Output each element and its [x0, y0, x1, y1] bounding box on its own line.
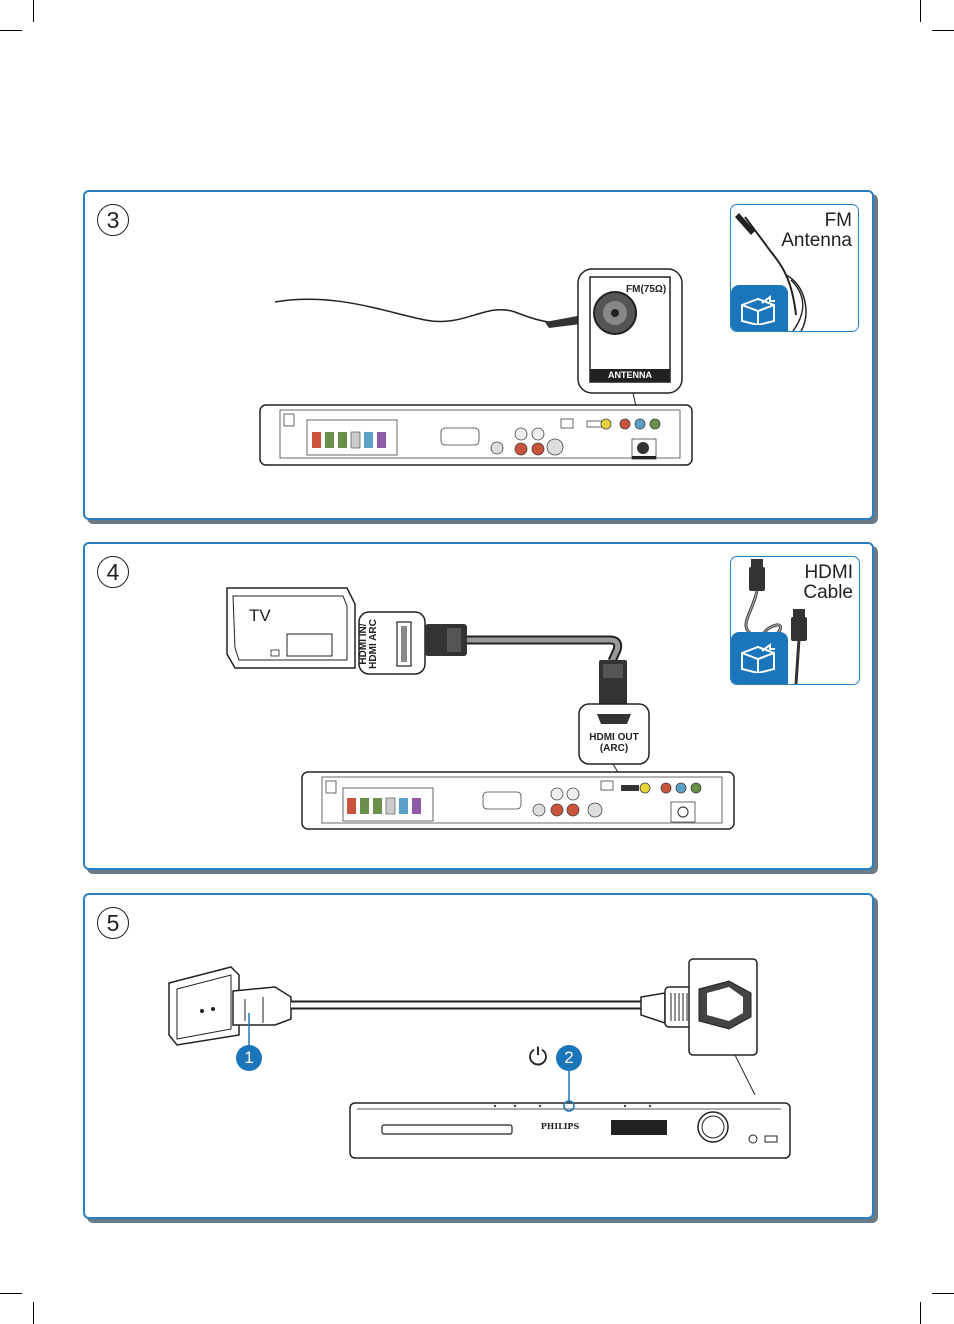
hdmi-cable-accessory-box: HDMI Cable — [730, 556, 860, 685]
hdmi-out-port — [621, 785, 639, 791]
fm-jack-label: FM(75Ω) — [626, 284, 667, 295]
callout-2 — [556, 1045, 582, 1071]
accessory-label-line-2: Cable — [803, 582, 853, 603]
rca-jacks — [532, 787, 603, 818]
tv-port-panel — [286, 633, 333, 657]
fm-antenna-jack — [637, 442, 649, 454]
disc-slot — [381, 1124, 513, 1135]
callout-2-label: 2 — [564, 1048, 574, 1067]
player-hdmi-port-label: HDMI OUT (ARC) — [579, 732, 649, 754]
crop-mark — [33, 1302, 34, 1324]
lan-port — [600, 780, 614, 791]
callout-1 — [236, 1045, 262, 1071]
rca-jacks — [490, 427, 564, 456]
video-out-jacks — [639, 782, 702, 794]
wall-plug — [232, 986, 292, 1026]
player-hdmi-port-label-line-2: (ARC) — [599, 743, 629, 754]
crop-mark — [33, 0, 34, 22]
crop-mark — [0, 1293, 22, 1294]
step-4-panel: 4 — [83, 542, 874, 870]
speaker-terminals — [342, 787, 434, 822]
tv-hdmi-port-label-line-2: HDMI ARC — [368, 619, 379, 669]
player-front — [349, 1102, 791, 1159]
device-plug — [640, 992, 666, 1025]
open-box-icon — [737, 293, 779, 327]
step-number: 5 — [97, 907, 129, 939]
player-hdmi-callout — [578, 703, 650, 765]
antenna-panel-label: ANTENNA — [608, 370, 652, 380]
speaker-terminals — [306, 419, 398, 456]
brand-logo: PHILIPS — [540, 1121, 580, 1131]
hdmi-connection-illustration — [226, 587, 735, 830]
lan-port — [560, 418, 574, 429]
crop-mark — [920, 0, 921, 22]
step-number: 4 — [97, 556, 129, 588]
fm-antenna-jack — [677, 806, 689, 818]
open-box-icon — [737, 641, 779, 675]
wireless-connector — [440, 427, 480, 446]
step-number: 3 — [97, 204, 129, 236]
antenna-wire — [274, 298, 586, 324]
crop-mark — [932, 1293, 954, 1294]
power-icon: ⏻ — [528, 1043, 548, 1071]
power-button — [563, 1100, 575, 1112]
crop-mark — [0, 30, 22, 31]
crop-mark — [920, 1302, 921, 1324]
accessory-label-line-2: Antenna — [781, 230, 852, 251]
front-display — [611, 1120, 667, 1135]
step-5-panel: 5 — [83, 893, 874, 1219]
video-out-jacks — [600, 418, 661, 430]
hdmi-cable — [467, 635, 623, 663]
wall-socket — [168, 966, 240, 1046]
power-connection-illustration — [168, 958, 791, 1159]
accessory-label-line-1: HDMI — [804, 562, 853, 583]
fm-antenna-accessory-box: FM Antenna — [730, 204, 859, 332]
accessory-label-line-1: FM — [824, 210, 852, 231]
wireless-connector — [482, 791, 522, 810]
headphone-jack — [748, 1134, 758, 1144]
hdmi-cable-accessory-label: HDMI Cable — [803, 563, 853, 603]
tv-hdmi-port-label: HDMI IN/ HDMI ARC — [358, 614, 379, 674]
usb-port — [764, 1135, 778, 1143]
crop-mark — [932, 30, 954, 31]
callout-1-label: 1 — [244, 1048, 254, 1067]
step-3-panel: 3 — [83, 190, 874, 520]
tv-label: TV — [249, 606, 271, 625]
player-hdmi-port-label-line-1: HDMI OUT — [589, 732, 639, 743]
fm-antenna-connection-illustration — [259, 268, 693, 466]
antenna-accessory-wire — [744, 216, 797, 316]
fm-antenna-accessory-label: FM Antenna — [781, 211, 852, 251]
